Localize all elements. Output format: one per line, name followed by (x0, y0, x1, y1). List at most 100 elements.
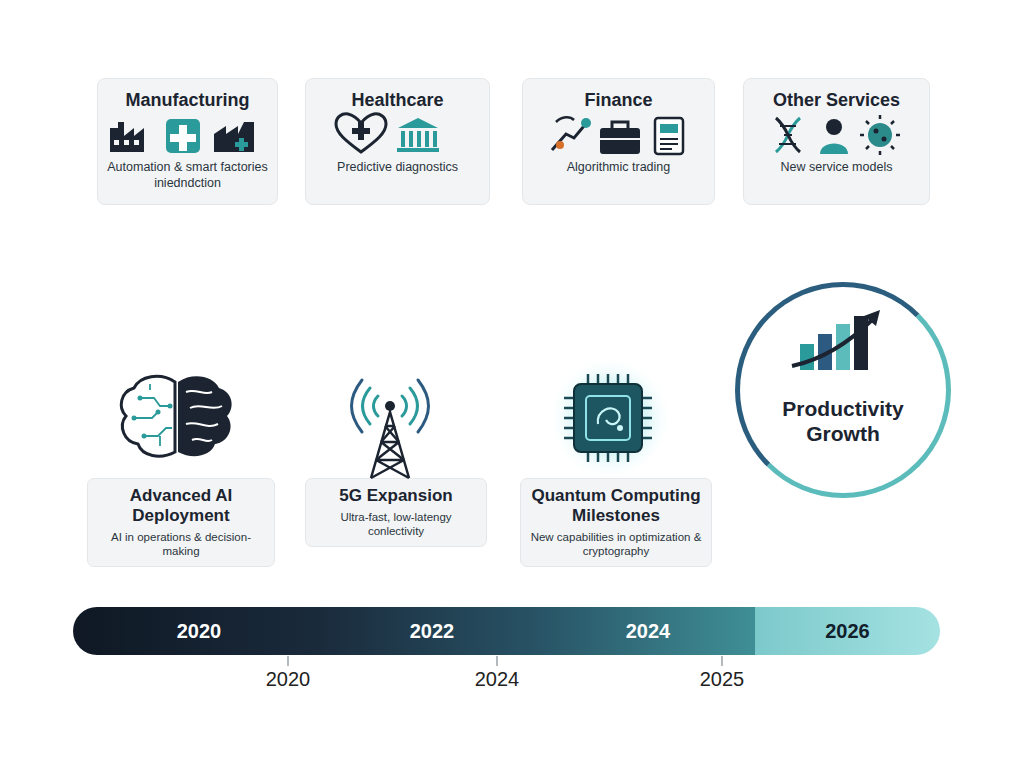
node-title: 2020 (177, 620, 222, 643)
node-description: Automation & smart factories iniedndctio… (106, 159, 269, 191)
node-title: 2022 (410, 620, 455, 643)
tower-illustration-part-part (363, 388, 371, 424)
medical-cross-icon-part (170, 125, 196, 151)
node-title: Other Services (752, 89, 921, 111)
factory-icon-part (124, 140, 129, 145)
brain-illustration-part-part (134, 384, 172, 446)
virus-icon-part (874, 129, 879, 134)
report-icon-part (660, 139, 678, 149)
trading-hand-icon (552, 117, 591, 150)
growth-chart-icon-part (792, 318, 874, 366)
flow-connector (385, 547, 388, 606)
node-description: New capabilities in optimization & crypt… (529, 530, 703, 558)
report-icon-part (655, 118, 683, 154)
dna-icon-part (776, 118, 800, 152)
trading-hand-icon-part (556, 117, 574, 122)
person-icon-part (826, 119, 842, 135)
node-description: Predictive diagnostics (314, 159, 481, 175)
sector-box: Other ServicesNew service models (743, 78, 930, 205)
brain-illustration-part-part (132, 416, 137, 421)
brain-illustration-part-part (138, 396, 143, 401)
report-icon (655, 118, 683, 154)
bank-icon-part (398, 118, 438, 128)
report-icon-part (660, 124, 678, 133)
node-title: Advanced AI Deployment (96, 486, 266, 526)
node-title: 2024 (626, 620, 671, 643)
bank-icon (397, 118, 439, 152)
chip-illustration-part (598, 408, 620, 424)
technology-box: 5G ExpansionUltra-fast, low-latengy conl… (305, 478, 487, 547)
timeline-tick (288, 656, 722, 666)
node-title: 2026 (825, 620, 870, 643)
tower-illustration-part (363, 388, 418, 424)
factory-icon (214, 122, 254, 152)
brain-illustration-part-part (142, 434, 147, 439)
bank-icon-part (433, 131, 437, 147)
brain-illustration-part (178, 376, 232, 456)
flow-connector (360, 205, 580, 478)
bank-icon-part (409, 131, 413, 147)
brain-illustration-part-part (186, 391, 222, 441)
flow-connector (841, 498, 845, 606)
node-description: Algorithmic trading (531, 159, 706, 175)
briefcase-icon-part (612, 122, 628, 128)
medical-cross-icon (166, 119, 200, 153)
flow-connector (177, 205, 737, 377)
chip-illustration-part (586, 396, 630, 440)
bank-icon-part (397, 148, 439, 152)
chip-illustration-part (548, 356, 672, 480)
brain-illustration-part (134, 384, 172, 446)
tower-illustration-part-part (410, 388, 418, 424)
factory-icon-part (110, 122, 144, 152)
node-description: AI in operations & decision-making (96, 530, 266, 558)
timeline-segment: 2024 (540, 607, 756, 655)
tower-illustration-part-part (418, 380, 429, 432)
brain-illustration-part (186, 391, 222, 441)
growth-chart-icon (792, 310, 880, 370)
virus-icon-part (860, 115, 900, 155)
trading-hand-icon-part (581, 118, 591, 128)
node-title: Manufacturing (106, 89, 269, 111)
tower-illustration-part-part (371, 426, 409, 478)
timeline-year-label: 2024 (475, 668, 520, 691)
dna-icon (776, 118, 800, 152)
dna-icon-part (779, 126, 796, 144)
virus-icon-part (868, 123, 892, 147)
tower-illustration-part-part (352, 380, 363, 432)
timeline-segment: 2026 (755, 607, 940, 655)
outcome-circle: Productivity Growth (735, 282, 951, 498)
factory-icon (110, 122, 144, 152)
chip-illustration (548, 356, 672, 480)
growth-chart-icon-part (864, 310, 880, 326)
bank-icon-part (417, 131, 421, 147)
briefcase-icon (600, 122, 640, 154)
timeline-segment: 2020 (73, 607, 325, 655)
node-title: Productivity Growth (768, 396, 918, 446)
bank-icon-part (401, 131, 405, 147)
brain-illustration (121, 376, 231, 456)
brain-illustration-part-part (156, 410, 161, 415)
node-title: Quantum Computing Milestones (529, 486, 703, 526)
timeline-year-label: 2020 (266, 668, 311, 691)
chip-illustration-part (564, 374, 652, 462)
flow-connector (180, 567, 183, 606)
flow-connector (128, 303, 577, 478)
timeline-segment: 2022 (322, 607, 542, 655)
tower-illustration-part-part (402, 396, 407, 416)
virus-icon-part-part (860, 115, 900, 155)
heart-icon-part (336, 114, 386, 152)
chip-illustration-part (617, 425, 623, 431)
growth-chart-icon-part (800, 344, 814, 370)
trading-hand-icon-part (552, 126, 584, 150)
brain-illustration-part (121, 376, 175, 456)
timeline-year-label: 2025 (700, 668, 745, 691)
tower-illustration-part (385, 401, 395, 411)
brain-illustration-part (132, 396, 173, 439)
node-title: Finance (531, 89, 706, 111)
briefcase-icon-part (600, 138, 640, 140)
node-description: New service models (752, 159, 921, 175)
brain-illustration-part-part (168, 404, 173, 409)
flow-connector (697, 371, 737, 478)
